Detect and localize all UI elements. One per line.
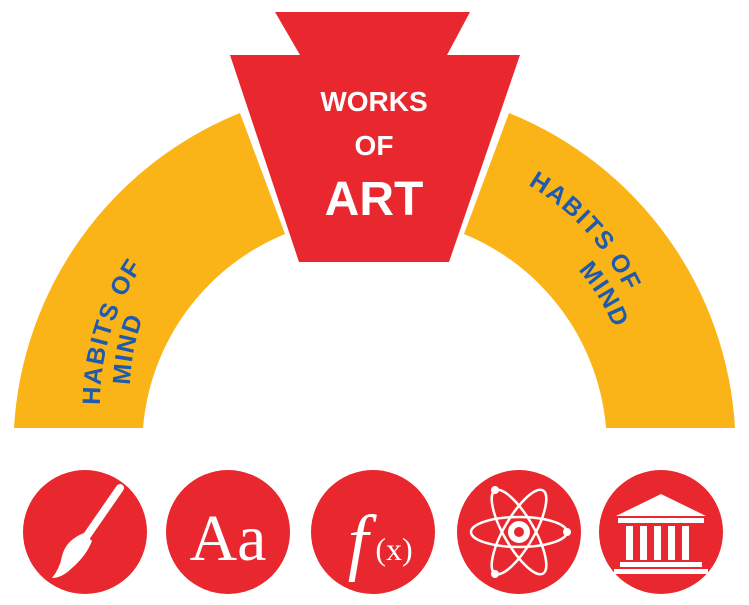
typography-icon-text: Aa [190, 502, 267, 575]
keystone-text-art: ART [325, 173, 424, 226]
keystone-shape [230, 12, 520, 262]
keystone-text-of: OF [355, 130, 394, 161]
museum-icon [599, 470, 723, 594]
function-icon-x: (x) [375, 531, 412, 567]
right-arch-segment [464, 113, 735, 428]
atom-icon [457, 470, 581, 594]
function-icon: f (x) [311, 470, 435, 594]
left-arch-segment [14, 113, 285, 428]
keystone-text-works: WORKS [320, 86, 427, 117]
typography-icon: Aa [166, 470, 290, 594]
paintbrush-icon [23, 470, 147, 594]
